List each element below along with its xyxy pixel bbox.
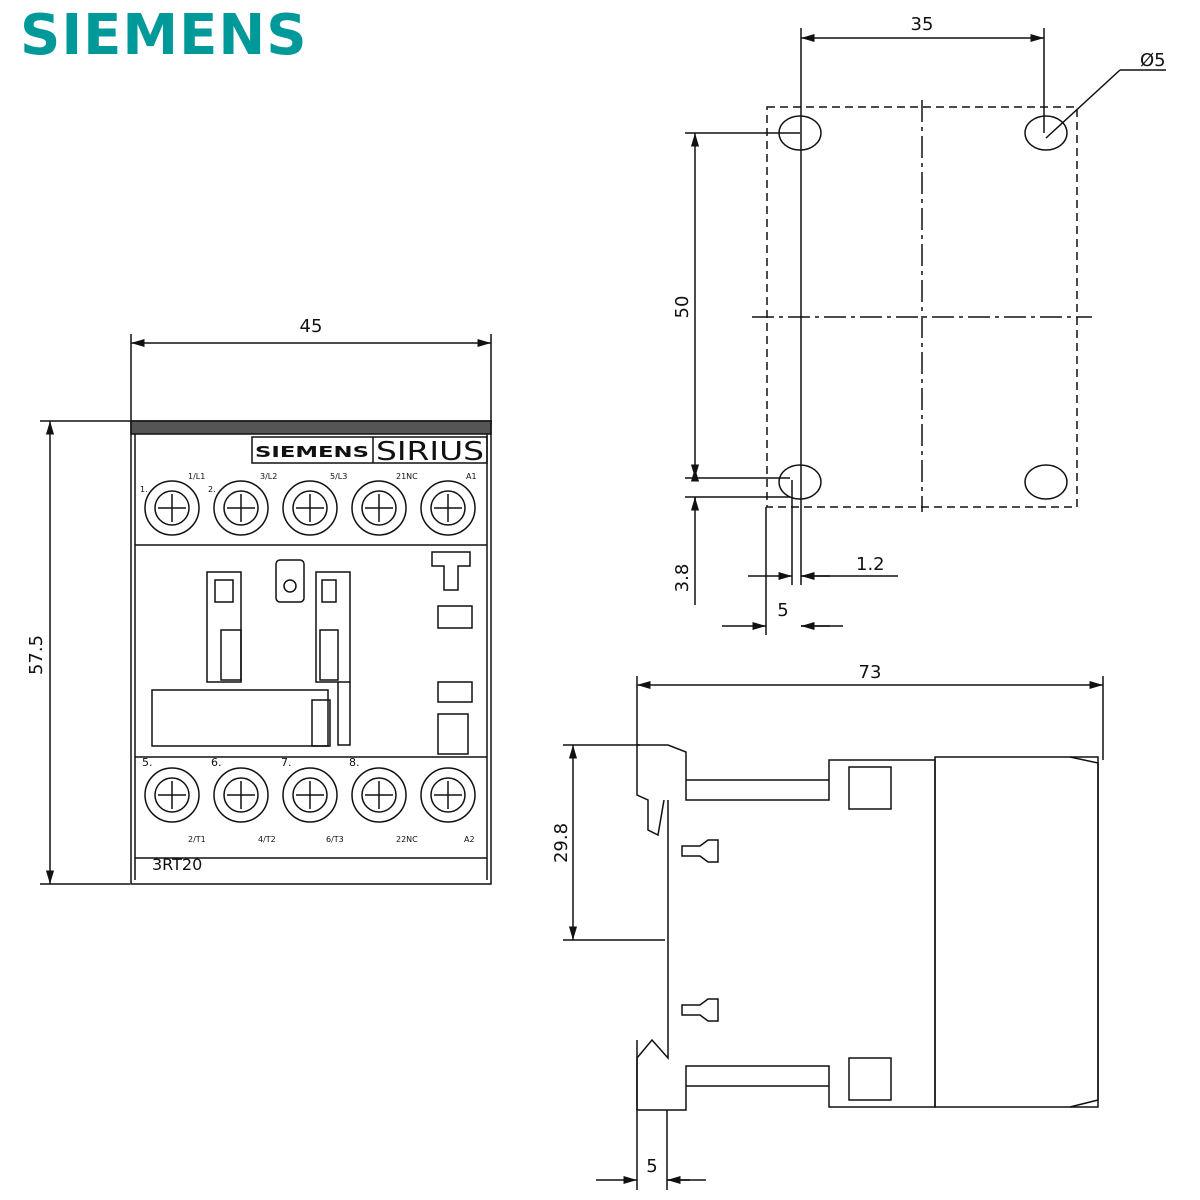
label-sirius: SIRIUS	[376, 437, 484, 467]
bottom-offset-label: 5	[646, 1156, 657, 1177]
offset-small-label: 1.2	[856, 554, 885, 575]
bottom-number-8: 8.	[349, 756, 360, 769]
hole-spacing-label: 35	[911, 14, 934, 35]
offset-horizontal-label: 5	[777, 600, 788, 621]
top-number-1: 1.	[140, 485, 148, 494]
depth-label: 73	[859, 662, 882, 683]
vertical-spacing-label: 50	[672, 296, 693, 319]
top-terminals	[144, 480, 476, 536]
bottom-label-2: 4/T2	[258, 835, 276, 844]
siemens-logo: SIEMENS	[20, 3, 308, 68]
top-label-4: 21NC	[396, 472, 418, 481]
bottom-label-5: A2	[464, 835, 475, 844]
front-height-label: 57.5	[26, 635, 47, 675]
top-label-5: A1	[466, 472, 477, 481]
front-width-label: 45	[300, 316, 323, 337]
model-label: 3RT20	[152, 855, 202, 874]
rail-height-label: 29.8	[551, 823, 572, 863]
bottom-number-5: 5.	[142, 756, 153, 769]
bottom-number-7: 7.	[281, 756, 292, 769]
bottom-label-3: 6/T3	[326, 835, 344, 844]
bottom-label-1: 2/T1	[188, 835, 206, 844]
top-number-2: 2.	[208, 485, 216, 494]
offset-vertical-label: 3.8	[672, 564, 693, 593]
bottom-label-4: 22NC	[396, 835, 418, 844]
mounting-view	[685, 28, 1166, 635]
hole-diameter-label: Ø5	[1140, 50, 1166, 71]
side-view	[563, 676, 1104, 1190]
top-label-2: 3/L2	[260, 472, 277, 481]
top-label-3: 5/L3	[330, 472, 347, 481]
top-label-1: 1/L1	[188, 472, 205, 481]
front-view	[40, 334, 492, 885]
label-siemens: SIEMENS	[255, 443, 369, 461]
bottom-number-6: 6.	[211, 756, 222, 769]
bottom-terminals	[144, 767, 476, 823]
